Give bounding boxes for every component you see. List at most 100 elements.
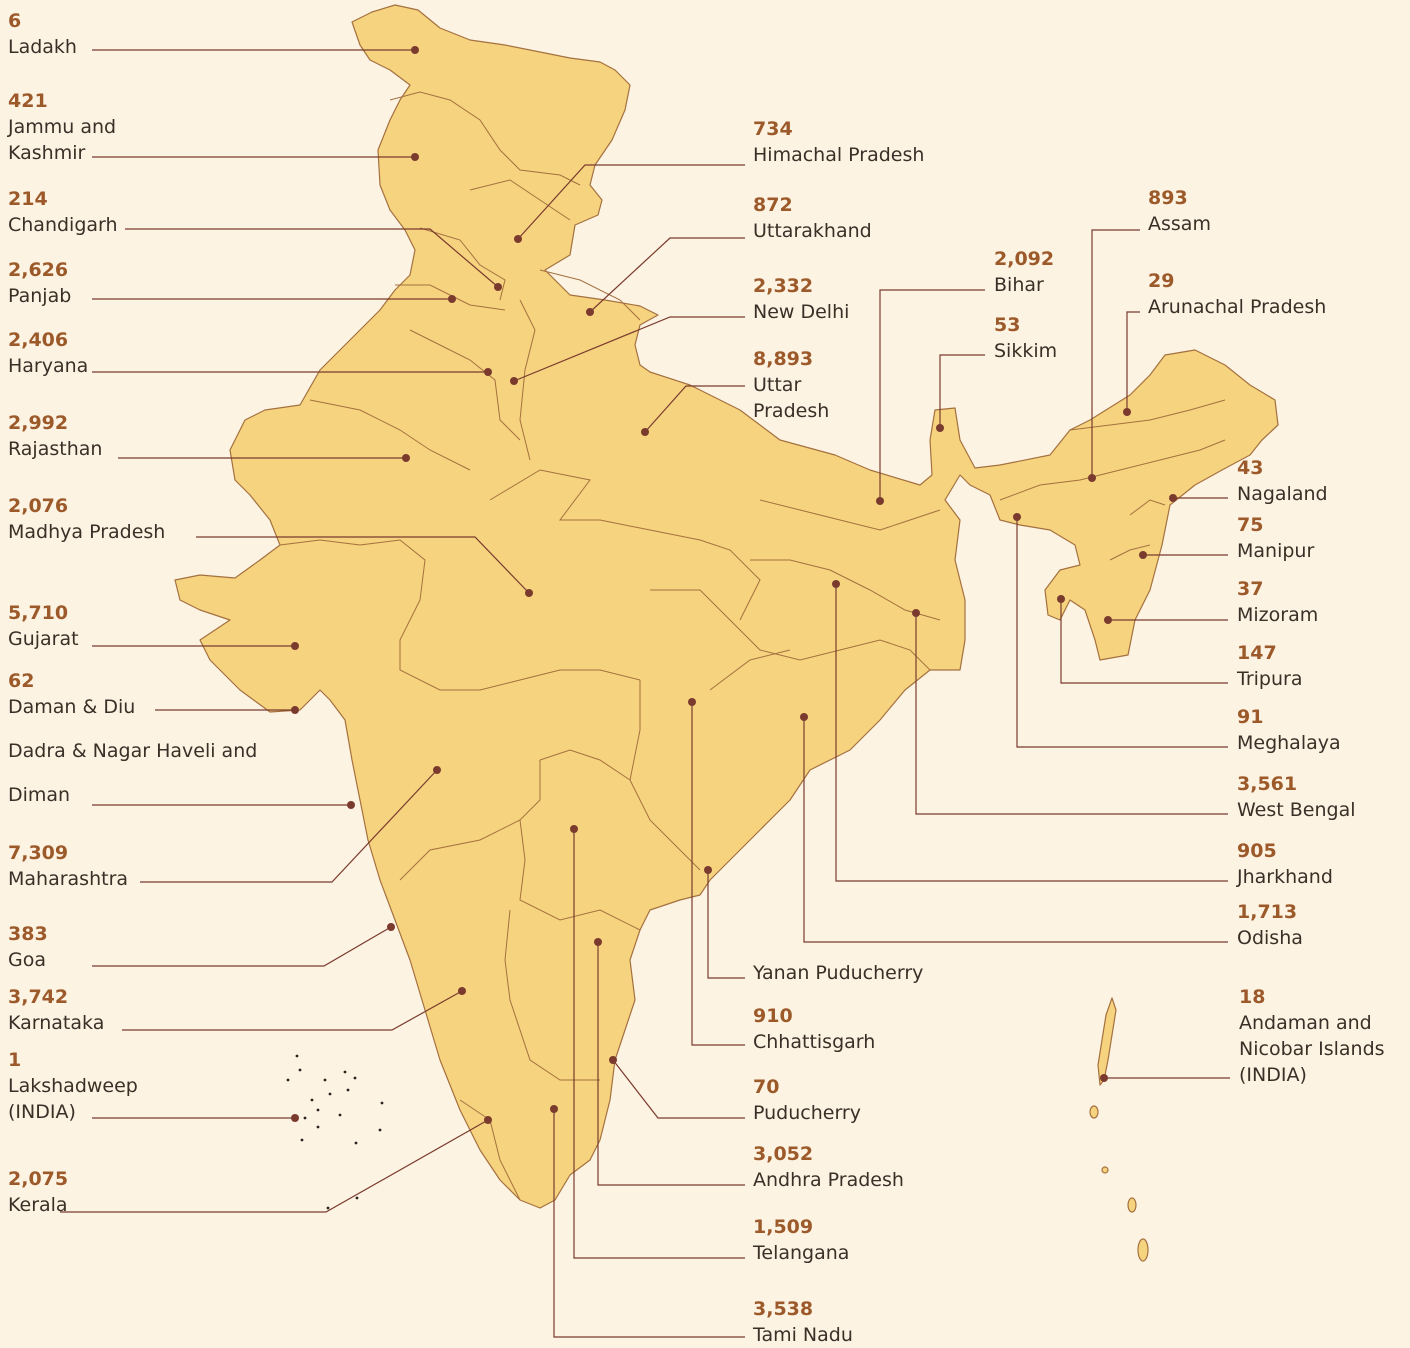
region-value: 2,076 [8,495,69,517]
marker-yanan-puducherry [704,866,712,874]
islet [310,1098,314,1102]
leader-line-sikkim [939,354,985,428]
marker-bihar [876,497,884,505]
region-value: 3,561 [1237,773,1298,795]
region-value: 3,052 [753,1143,814,1165]
region-name: Mizoram [1237,604,1319,626]
region-value: 91 [1237,706,1264,728]
islet [338,1113,342,1117]
islet [300,1138,304,1142]
region-name: Yanan Puducherry [753,962,924,984]
region-name: West Bengal [1237,799,1356,821]
marker-chhattisgarh [688,698,696,706]
marker-meghalaya [1013,513,1021,521]
marker-kerala [484,1116,492,1124]
leader-line-madhya-pradesh [196,536,530,594]
region-name: Telangana [753,1242,850,1264]
region-name: Chandigarh [8,214,118,236]
islet [380,1101,384,1105]
region-value: 8,893 [753,348,814,370]
mainland-outline [174,4,1279,1209]
region-name: (INDIA) [1239,1064,1307,1086]
region-value: 1,509 [753,1216,814,1238]
region-name: Rajasthan [8,438,103,460]
marker-uttar-pradesh [641,428,649,436]
islet [378,1128,382,1132]
marker-lakshadweep [291,1114,299,1122]
region-name: Daman & Diu [8,696,136,718]
region-value: 147 [1237,642,1277,664]
region-value: 2,092 [994,248,1055,270]
map-land [174,4,1279,1262]
leader-line-uttar-pradesh [644,385,745,433]
islet [316,1125,320,1129]
region-value: 421 [8,90,48,112]
region-name: Ladakh [8,36,77,58]
marker-haryana [484,368,492,376]
marker-uttarakhand [586,308,594,316]
region-name: Nagaland [1237,483,1328,505]
marker-karnataka [458,987,466,995]
marker-himachal-pradesh [514,235,522,243]
marker-andhra-pradesh [594,938,602,946]
region-value: 5,710 [8,602,69,624]
islet [316,1108,320,1112]
region-name: Himachal Pradesh [753,144,925,166]
nicobar-islet-2 [1127,1197,1137,1213]
region-name: Sikkim [994,340,1058,362]
state-borders [279,91,1226,1201]
region-name: Meghalaya [1237,732,1341,754]
marker-telangana [570,825,578,833]
region-value: 37 [1237,578,1264,600]
marker-west-bengal [912,609,920,617]
region-value: 1 [8,1049,22,1071]
islet [298,1068,302,1072]
region-name: Gujarat [8,628,79,650]
region-value: 383 [8,923,48,945]
marker-daman-diu [291,706,299,714]
region-name: Manipur [1237,540,1315,562]
region-markers [291,46,1177,1124]
islet [326,1206,330,1210]
marker-dadra-nagar-haveli [347,801,355,809]
islet [295,1054,299,1058]
leader-line-bihar [879,289,985,501]
region-value: 62 [8,670,35,692]
region-name: New Delhi [753,301,850,323]
marker-sikkim [936,424,944,432]
region-value: 893 [1148,187,1188,209]
leader-line-jharkhand [835,584,1228,882]
region-name: Jammu and [8,116,117,138]
region-name: Andhra Pradesh [753,1169,904,1191]
islet [343,1070,347,1074]
region-value: 214 [8,188,48,210]
marker-puducherry [609,1056,617,1064]
region-name: Chhattisgarh [753,1031,876,1053]
region-value: 70 [753,1076,780,1098]
leader-line-goa [92,926,392,967]
islet [355,1196,359,1200]
islet [328,1092,332,1096]
region-value: 2,332 [753,275,814,297]
region-name: Pradesh [753,400,830,422]
lakshadweep-islets [286,1054,384,1210]
region-name: Arunachal Pradesh [1148,296,1327,318]
region-value: 3,538 [753,1298,814,1320]
